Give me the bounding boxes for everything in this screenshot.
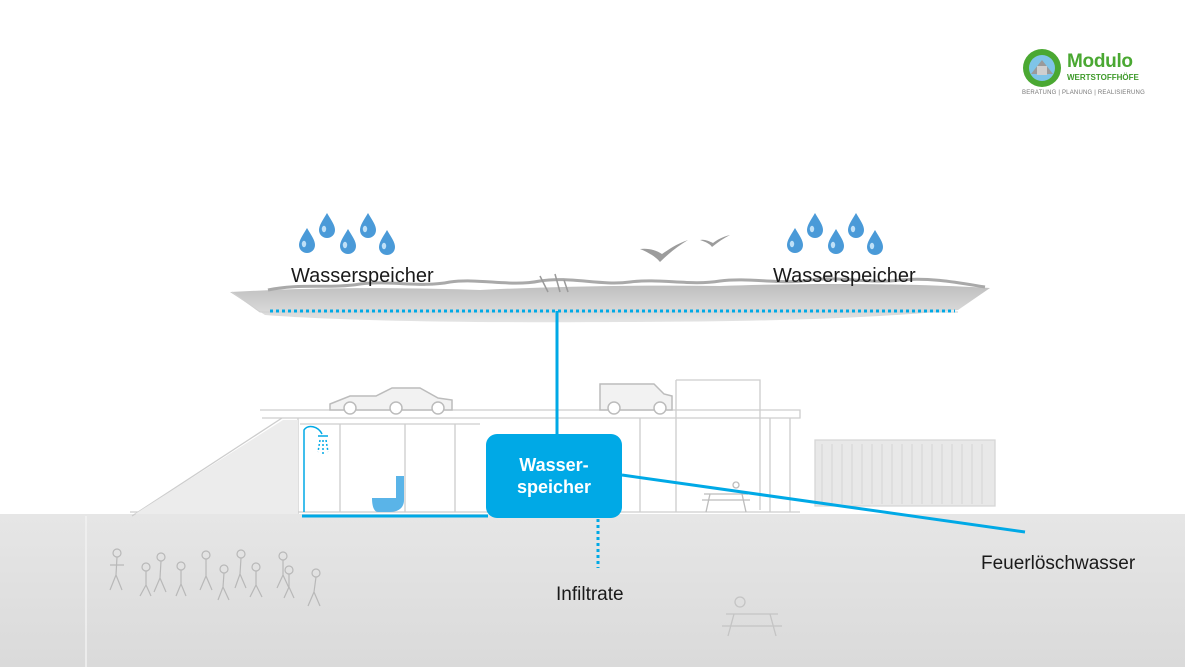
van-icon [599,383,673,415]
water-network [270,309,1026,568]
fire-water-label: Feuerlöschwasser [981,553,1136,574]
water-drops-icon [787,213,883,255]
logo-tagline: BERATUNG | PLANUNG | REALISIERUNG [1022,90,1145,96]
people-icon [109,548,321,607]
logo-title: Modulo [1067,51,1133,72]
birds-icon [640,235,730,262]
car-icon [329,387,453,415]
toilet-icon [372,476,404,512]
logo-subtitle: WERTSTOFFHÖFE [1067,73,1139,82]
fire-water-line [621,473,1026,534]
storage-label: Wasser- speicher [516,455,592,497]
roof-storage-label-right: Wasserspeicher [773,265,916,287]
roof-storage-label-left: Wasserspeicher [291,265,434,287]
shower-icon [303,425,329,512]
bench-icon [702,481,750,513]
water-drops-icon [299,213,395,255]
water-storage-tank: Wasser- speicher [486,434,622,518]
building-front-fill [135,420,298,514]
picnic-table-icon [722,596,782,637]
green-roof [230,273,990,323]
ground [0,514,1185,667]
modulo-logo-icon [1023,49,1061,87]
infiltrate-label: Infiltrate [556,584,624,605]
